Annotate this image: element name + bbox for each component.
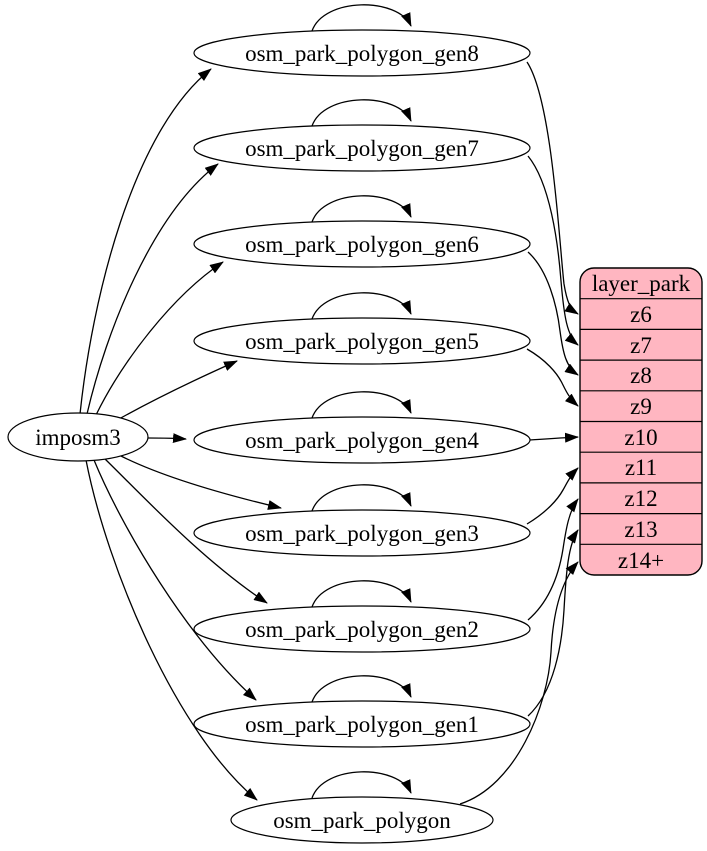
self-loop-gen2 bbox=[311, 580, 412, 608]
self-loop-gen7 bbox=[311, 99, 412, 127]
edge-imposm3-gen1 bbox=[93, 459, 257, 701]
imposm3-ellipse bbox=[7, 412, 149, 462]
layer-row-z8: z8 bbox=[630, 363, 652, 388]
edge-gen8-z6 bbox=[526, 61, 579, 315]
edge-gen7-z7 bbox=[527, 155, 579, 346]
self-loop-polygon bbox=[311, 771, 412, 799]
edge-imposm3-gen8 bbox=[79, 68, 212, 415]
gen1-ellipse bbox=[193, 700, 531, 748]
gen7-ellipse bbox=[193, 124, 531, 172]
gen5-label: osm_park_polygon_gen5 bbox=[245, 329, 479, 354]
node-osm_park_polygon_gen1: osm_park_polygon_gen1 bbox=[193, 700, 531, 748]
layer-row-z6: z6 bbox=[630, 302, 652, 327]
edge-imposm3-gen3 bbox=[118, 454, 282, 510]
gen2-label: osm_park_polygon_gen2 bbox=[245, 617, 479, 642]
edge-gen4-z10 bbox=[529, 432, 579, 443]
node-osm_park_polygon_gen8: osm_park_polygon_gen8 bbox=[193, 29, 531, 77]
node-osm_park_polygon_gen5: osm_park_polygon_gen5 bbox=[193, 317, 531, 365]
self-loops bbox=[311, 4, 412, 799]
gen1-label: osm_park_polygon_gen1 bbox=[245, 712, 479, 737]
edge-imposm3-gen7 bbox=[86, 163, 219, 415]
node-osm_park_polygon_gen2: osm_park_polygon_gen2 bbox=[193, 605, 531, 653]
layer-row-z11: z11 bbox=[625, 455, 657, 480]
edge-gen3-z11 bbox=[526, 467, 579, 525]
edges-to-layer bbox=[459, 61, 579, 805]
self-loop-gen8 bbox=[311, 4, 412, 32]
edge-imposm3-polygon bbox=[85, 459, 258, 801]
gen8-label: osm_park_polygon_gen8 bbox=[245, 41, 479, 66]
node-osm_park_polygon_gen6: osm_park_polygon_gen6 bbox=[193, 220, 531, 268]
gen4-label: osm_park_polygon_gen4 bbox=[245, 428, 479, 453]
self-loop-gen6 bbox=[311, 195, 412, 223]
gen4-ellipse bbox=[193, 416, 531, 464]
node-osm_park_polygon_gen4: osm_park_polygon_gen4 bbox=[193, 416, 531, 464]
gen5-ellipse bbox=[193, 317, 531, 365]
gen2-ellipse bbox=[193, 605, 531, 653]
gen7-label: osm_park_polygon_gen7 bbox=[245, 136, 479, 161]
gen3-ellipse bbox=[193, 509, 531, 557]
node-osm_park_polygon_gen7: osm_park_polygon_gen7 bbox=[193, 124, 531, 172]
layer-row-z7: z7 bbox=[630, 333, 652, 358]
polygon-label: osm_park_polygon bbox=[273, 808, 451, 833]
gen6-label: osm_park_polygon_gen6 bbox=[245, 232, 479, 257]
layer-row-z10: z10 bbox=[624, 425, 657, 450]
edge-polygon-z14plus bbox=[459, 561, 579, 805]
edge-imposm3-gen4 bbox=[147, 433, 187, 444]
polygon-ellipse bbox=[230, 796, 494, 844]
layer-row-z13: z13 bbox=[624, 517, 657, 542]
layer-park-title: layer_park bbox=[592, 271, 691, 296]
gen3-label: osm_park_polygon_gen3 bbox=[245, 521, 479, 546]
self-loop-gen5 bbox=[311, 292, 412, 320]
imposm3-label: imposm3 bbox=[35, 425, 121, 450]
gen6-ellipse bbox=[193, 220, 531, 268]
edges-from-source bbox=[79, 68, 282, 801]
gen8-ellipse bbox=[193, 29, 531, 77]
node-osm_park_polygon: osm_park_polygon bbox=[230, 796, 494, 844]
layer-row-z14plus: z14+ bbox=[618, 548, 664, 573]
layer-row-z12: z12 bbox=[624, 486, 657, 511]
edge-gen2-z12 bbox=[527, 498, 579, 621]
edge-gen5-z9 bbox=[526, 348, 579, 407]
edge-gen6-z8 bbox=[527, 251, 579, 376]
layer-row-z9: z9 bbox=[630, 394, 652, 419]
edge-imposm3-gen5 bbox=[118, 360, 238, 420]
self-loop-gen3 bbox=[311, 484, 412, 512]
edge-imposm3-gen2 bbox=[103, 457, 268, 604]
node-imposm3: imposm3 bbox=[7, 412, 149, 462]
edge-gen1-z13 bbox=[527, 529, 579, 717]
self-loop-gen4 bbox=[311, 391, 412, 419]
self-loop-gen1 bbox=[311, 675, 412, 703]
edge-imposm3-gen6 bbox=[95, 261, 224, 416]
node-osm_park_polygon_gen3: osm_park_polygon_gen3 bbox=[193, 509, 531, 557]
node-layer_park: layer_park z6 z7 z8 z9 z10 z11 z12 z13 z… bbox=[579, 267, 703, 576]
